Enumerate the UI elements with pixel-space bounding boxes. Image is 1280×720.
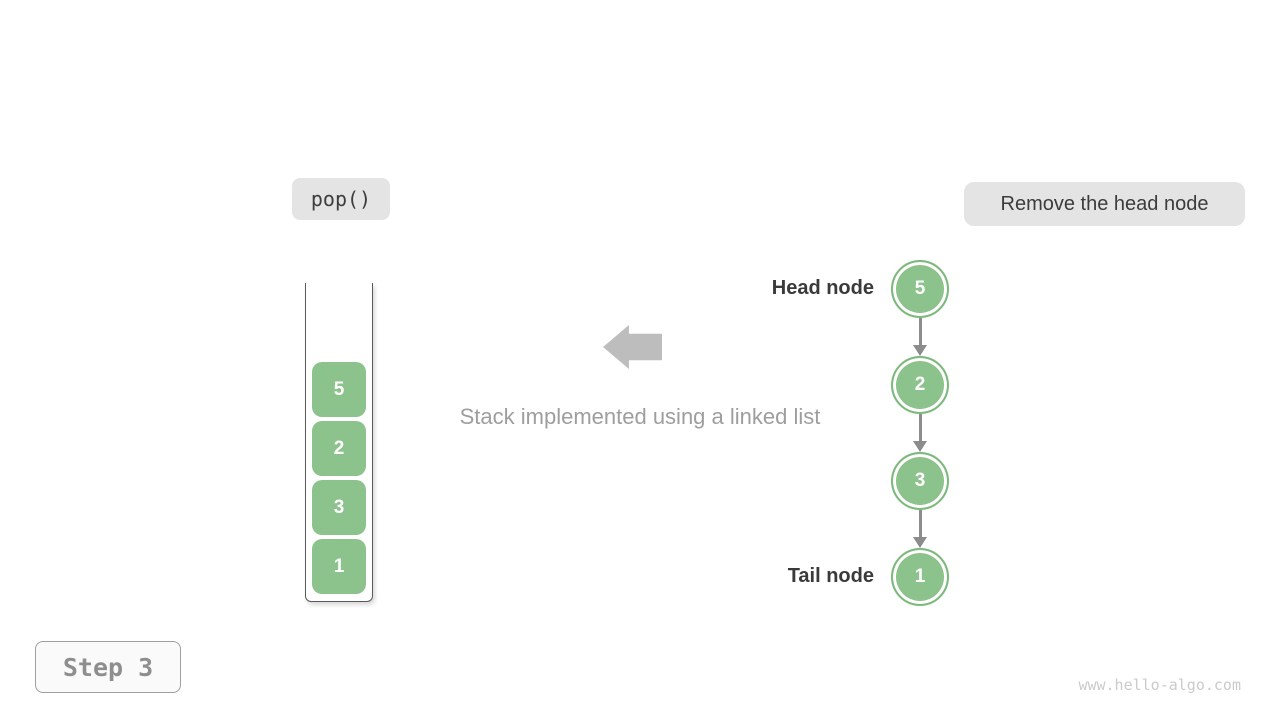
linked-list-node: 5 <box>891 260 949 318</box>
linked-list-node: 3 <box>891 452 949 510</box>
arrow-line <box>919 510 922 538</box>
pop-operation-badge: pop() <box>292 178 390 220</box>
stack-container: 5 2 3 1 <box>305 283 373 602</box>
watermark: www.hello-algo.com <box>1078 676 1241 694</box>
tail-node-label: Tail node <box>787 565 874 587</box>
caption: Stack implemented using a linked list <box>459 404 821 429</box>
step-label: Step 3 <box>62 652 154 682</box>
arrow-line <box>919 318 922 346</box>
stack-items: 5 2 3 1 <box>306 362 372 594</box>
stack-item: 1 <box>312 539 366 594</box>
stack-item: 2 <box>312 421 366 476</box>
action-label: Remove the head node <box>1000 192 1209 215</box>
head-node-label: Head node <box>771 277 874 299</box>
stack-item: 5 <box>312 362 366 417</box>
pop-operation-label: pop() <box>310 187 372 211</box>
linked-list-node: 2 <box>891 356 949 414</box>
arrow-head <box>913 537 927 548</box>
linked-list-node: 1 <box>891 548 949 606</box>
arrow-head <box>913 441 927 452</box>
arrow-head <box>913 345 927 356</box>
stack-item: 3 <box>312 480 366 535</box>
left-arrow-icon <box>603 325 662 369</box>
step-badge: Step 3 <box>35 641 181 693</box>
action-badge: Remove the head node <box>964 182 1245 226</box>
arrow-line <box>919 414 922 442</box>
